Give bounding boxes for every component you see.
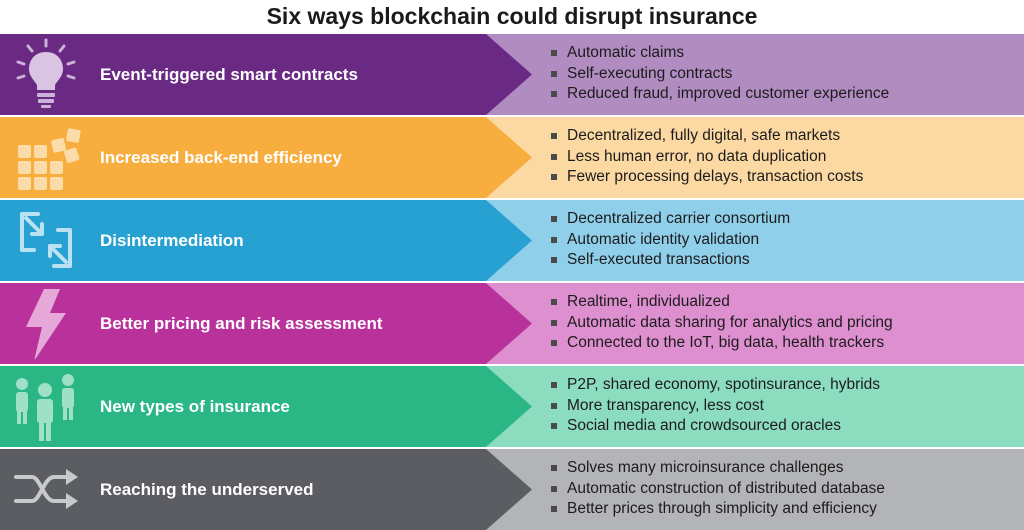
people-icon: [10, 370, 82, 442]
bullet-list: Solves many microinsurance challenges Au…: [551, 458, 885, 520]
list-item: Automatic data sharing for analytics and…: [551, 313, 893, 334]
row-details-panel: [480, 449, 1024, 530]
list-item: Social media and crowdsourced oracles: [551, 416, 880, 437]
row-arrow-panel: [0, 366, 532, 447]
row-details-panel: [480, 283, 1024, 364]
row-new-insurance: New types of insurance P2P, shared econo…: [0, 366, 1024, 447]
row-arrow-panel: [0, 283, 532, 364]
page-title: Six ways blockchain could disrupt insura…: [266, 3, 758, 29]
row-backend-efficiency: Increased back-end efficiency Decentrali…: [0, 117, 1024, 198]
lightning-bolt-icon: [10, 287, 82, 361]
row-details-panel: [480, 200, 1024, 281]
row-label: Reaching the underserved: [100, 480, 314, 499]
row-details-panel: [480, 117, 1024, 198]
row-details-panel: [480, 34, 1024, 115]
list-item: Fewer processing delays, transaction cos…: [551, 167, 863, 188]
list-item: Decentralized carrier consortium: [551, 209, 790, 230]
row-label: Event-triggered smart contracts: [100, 65, 358, 84]
compress-arrows-icon: [10, 204, 82, 276]
list-item: Self-executing contracts: [551, 64, 889, 85]
bullet-list: Decentralized carrier consortium Automat…: [551, 209, 790, 271]
row-details-panel: [480, 366, 1024, 447]
bullet-list: P2P, shared economy, spotinsurance, hybr…: [551, 375, 880, 437]
bullet-list: Automatic claims Self-executing contract…: [551, 43, 889, 105]
list-item: Better prices through simplicity and eff…: [551, 499, 885, 520]
list-item: Realtime, individualized: [551, 292, 893, 313]
bullet-list: Realtime, individualized Automatic data …: [551, 292, 893, 354]
row-underserved: Reaching the underserved Solves many mic…: [0, 449, 1024, 530]
row-label: Better pricing and risk assessment: [100, 314, 383, 333]
list-item: P2P, shared economy, spotinsurance, hybr…: [551, 375, 880, 396]
list-item: Reduced fraud, improved customer experie…: [551, 84, 889, 105]
row-label: New types of insurance: [100, 397, 290, 416]
list-item: Automatic claims: [551, 43, 889, 64]
row-arrow-panel: [0, 449, 532, 530]
row-label: Increased back-end efficiency: [100, 148, 342, 167]
lightbulb-icon: [10, 38, 82, 110]
row-smart-contracts: Event-triggered smart contracts Automati…: [0, 34, 1024, 115]
row-arrow-panel: [0, 200, 532, 281]
row-disintermediation: Disintermediation Decentralized carrier …: [0, 200, 1024, 281]
row-arrow-panel: [0, 34, 532, 115]
bullet-list: Decentralized, fully digital, safe marke…: [551, 126, 863, 188]
list-item: Self-executed transactions: [551, 250, 790, 271]
list-item: Solves many microinsurance challenges: [551, 458, 885, 479]
shuffle-arrows-icon: [10, 453, 82, 525]
list-item: Decentralized, fully digital, safe marke…: [551, 126, 863, 147]
row-pricing-risk: Better pricing and risk assessment Realt…: [0, 283, 1024, 364]
row-label: Disintermediation: [100, 231, 244, 250]
list-item: Automatic construction of distributed da…: [551, 479, 885, 500]
row-arrow-panel: [0, 117, 532, 198]
blocks-icon: [10, 121, 82, 193]
list-item: Connected to the IoT, big data, health t…: [551, 333, 893, 354]
list-item: Automatic identity validation: [551, 230, 790, 251]
list-item: More transparency, less cost: [551, 396, 880, 417]
list-item: Less human error, no data duplication: [551, 147, 863, 168]
